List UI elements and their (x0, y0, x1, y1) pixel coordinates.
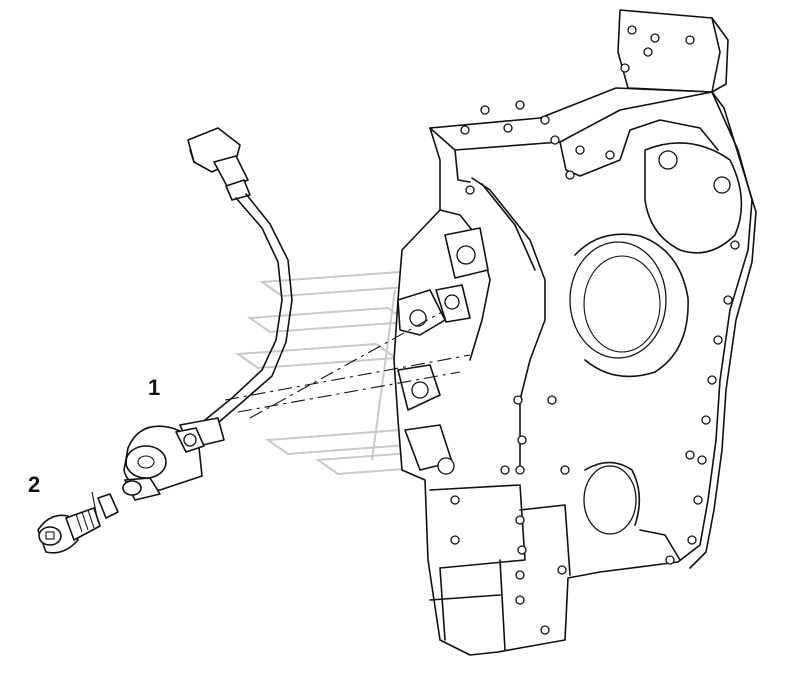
callout-1: 1 (148, 375, 161, 400)
lower-bore (583, 465, 637, 535)
washer (91, 491, 119, 523)
speed-sensor (122, 417, 225, 501)
callout-2: 2 (28, 472, 41, 497)
bolt-holes (450, 25, 740, 635)
mounting-bolt (37, 507, 101, 554)
engine-cover-plate (393, 9, 757, 656)
sensor-cable (187, 127, 293, 429)
assembly-lines (224, 311, 471, 419)
